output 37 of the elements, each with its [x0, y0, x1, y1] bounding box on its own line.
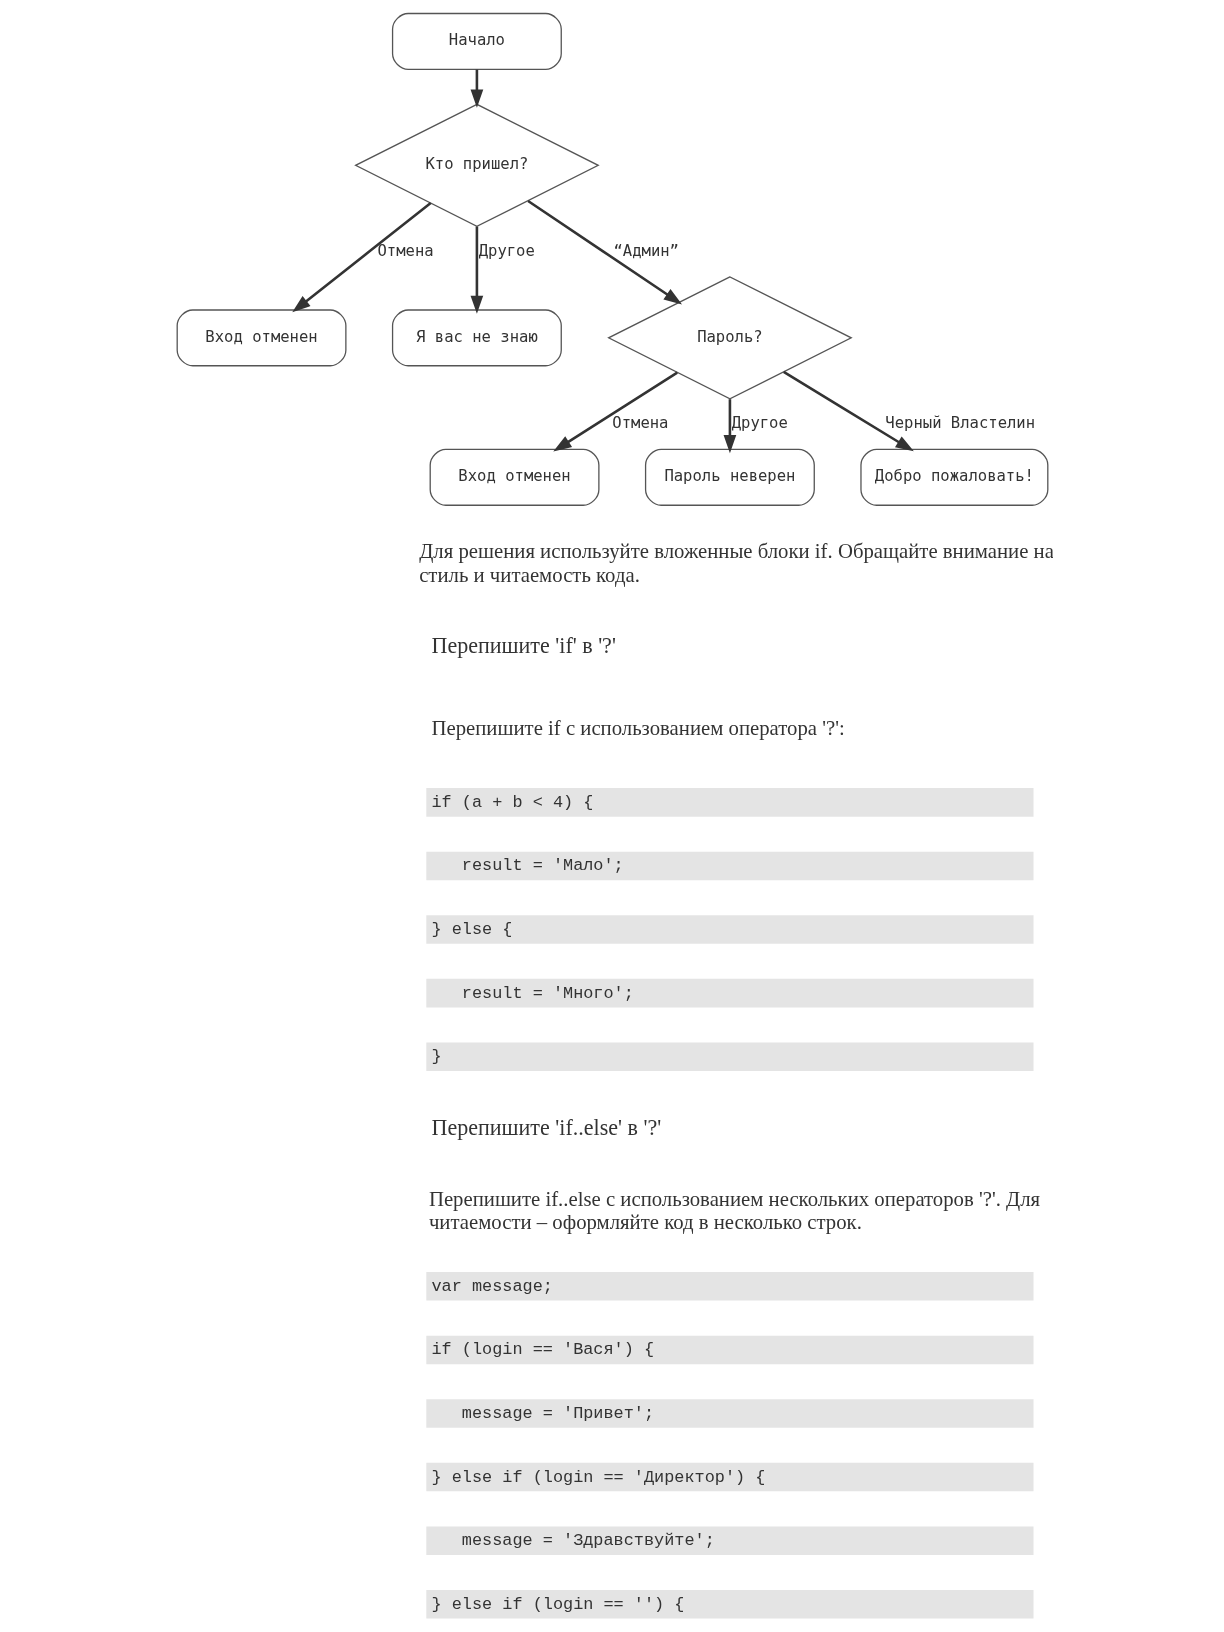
arrow: [782, 370, 914, 452]
node-diamond: Пароль?: [606, 276, 853, 400]
label: Для решения используйте вложенные блоки if. Обращайте внимание на стиль и читаемость кода.: [418, 540, 1054, 586]
label: if (a + b < 4) {: [431, 792, 593, 812]
label: }: [431, 1047, 442, 1067]
edge-label: Отмена: [611, 414, 668, 433]
label: result = 'Много';: [461, 983, 634, 1003]
label: } else if (login == 'Директор') {: [431, 1467, 765, 1487]
label: Перепишите 'if..else' в '?': [431, 1114, 661, 1140]
node-box: Вход отменен: [176, 309, 346, 367]
label: Перепишите if..else с использованием нескольких операторов '?'. Для читаемости – оформляйте код в несколько строк.: [428, 1187, 1040, 1233]
edge-label: Отмена: [376, 241, 434, 260]
arrow: [470, 69, 483, 108]
edge-label: Черный Властелин: [884, 414, 1035, 433]
node-box: Я вас не знаю: [391, 309, 562, 367]
arrow: [470, 226, 483, 314]
edge-label: Другое: [731, 414, 788, 433]
label: } else if (login == '') {: [431, 1594, 684, 1614]
label: message = 'Привет';: [461, 1403, 654, 1423]
node-diamond: Кто пришел?: [353, 103, 600, 227]
node-box: Пароль неверен: [644, 448, 815, 506]
label: message = 'Здравствуйте';: [461, 1531, 715, 1551]
node-box: Начало: [391, 12, 562, 70]
arrow: [552, 371, 678, 452]
label: Перепишите if с использованием оператора '?':: [431, 716, 845, 739]
arrow: [291, 202, 431, 313]
arrow: [723, 399, 736, 454]
label: var message;: [431, 1276, 553, 1296]
label: result = 'Мало';: [461, 856, 624, 876]
edge-label: Другое: [478, 241, 535, 260]
node-box: Вход отменен: [429, 448, 600, 506]
edge-label: “Админ”: [612, 241, 679, 260]
label: Перепишите 'if' в '?': [431, 633, 616, 659]
label: } else {: [431, 919, 512, 939]
arrow: [526, 199, 682, 305]
label: if (login == 'Вася') {: [431, 1340, 654, 1360]
node-box: Добро пожаловать!: [859, 448, 1048, 506]
